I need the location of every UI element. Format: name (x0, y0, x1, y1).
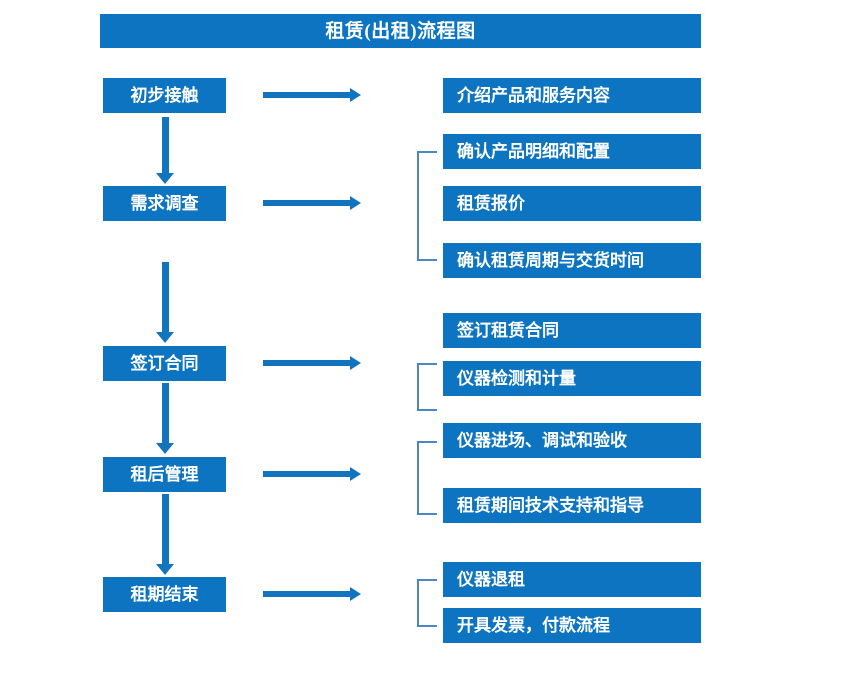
chart-title-banner: 租赁(出租)流程图 (100, 14, 701, 48)
group-bracket-stage-5 (417, 579, 437, 627)
arrow-shaft (162, 383, 169, 443)
detail-label-10: 开具发票，付款流程 (457, 616, 610, 635)
stage-label-4: 租后管理 (130, 465, 199, 484)
arrow-head (350, 196, 361, 210)
arrow-head (350, 356, 361, 370)
arrow-head (350, 88, 361, 102)
detail-box-9[interactable]: 仪器退租 (443, 562, 701, 597)
arrow-head (350, 587, 361, 601)
detail-box-8[interactable]: 租赁期间技术支持和指导 (443, 488, 701, 523)
detail-box-10[interactable]: 开具发票，付款流程 (443, 608, 701, 643)
detail-label-1: 介绍产品和服务内容 (457, 86, 610, 105)
stage-box-3[interactable]: 签订合同 (103, 346, 226, 381)
chart-title-text: 租赁(出租)流程图 (325, 20, 476, 42)
arrow-shaft (263, 471, 351, 477)
stage-box-4[interactable]: 租后管理 (103, 457, 226, 492)
arrow-shaft (263, 92, 351, 98)
stage-box-2[interactable]: 需求调查 (103, 186, 226, 221)
stage-label-5: 租期结束 (130, 585, 199, 604)
group-bracket-stage-4 (417, 441, 437, 515)
detail-box-6[interactable]: 仪器检测和计量 (443, 361, 701, 396)
arrow-shaft (162, 262, 169, 332)
arrow-shaft (162, 117, 169, 173)
detail-box-2[interactable]: 确认产品明细和配置 (443, 134, 701, 169)
right-arrow-stage-5 (263, 585, 361, 603)
group-bracket-stage-2 (417, 151, 437, 261)
right-arrow-stage-2 (263, 194, 361, 212)
detail-box-5[interactable]: 签订租赁合同 (443, 313, 701, 348)
detail-label-8: 租赁期间技术支持和指导 (457, 496, 644, 515)
detail-box-7[interactable]: 仪器进场、调试和验收 (443, 423, 701, 458)
down-arrow-2-to-3 (156, 262, 174, 344)
group-bracket-stage-3 (417, 363, 437, 411)
right-arrow-stage-3 (263, 354, 361, 372)
detail-label-2: 确认产品明细和配置 (457, 142, 610, 161)
right-arrow-stage-1 (263, 86, 361, 104)
arrow-shaft (263, 591, 351, 597)
detail-box-1[interactable]: 介绍产品和服务内容 (443, 78, 701, 113)
arrow-head (156, 173, 174, 184)
detail-label-6: 仪器检测和计量 (457, 369, 576, 388)
arrow-head (156, 332, 174, 343)
stage-label-3: 签订合同 (130, 354, 199, 373)
right-arrow-stage-4 (263, 465, 361, 483)
stage-label-2: 需求调查 (130, 194, 199, 213)
detail-box-3[interactable]: 租赁报价 (443, 186, 701, 221)
detail-label-7: 仪器进场、调试和验收 (457, 431, 627, 450)
detail-label-9: 仪器退租 (457, 570, 525, 589)
stage-box-1[interactable]: 初步接触 (103, 78, 226, 113)
arrow-head (156, 443, 174, 454)
detail-label-4: 确认租赁周期与交货时间 (457, 251, 644, 270)
arrow-shaft (263, 360, 351, 366)
detail-box-4[interactable]: 确认租赁周期与交货时间 (443, 243, 701, 278)
stage-label-1: 初步接触 (130, 86, 199, 105)
detail-label-5: 签订租赁合同 (457, 321, 559, 340)
detail-label-3: 租赁报价 (457, 194, 525, 213)
down-arrow-3-to-4 (156, 383, 174, 455)
stage-box-5[interactable]: 租期结束 (103, 577, 226, 612)
arrow-shaft (263, 200, 351, 206)
arrow-head (350, 467, 361, 481)
down-arrow-4-to-5 (156, 494, 174, 576)
down-arrow-1-to-2 (156, 117, 174, 185)
arrow-head (156, 564, 174, 575)
arrow-shaft (162, 494, 169, 564)
